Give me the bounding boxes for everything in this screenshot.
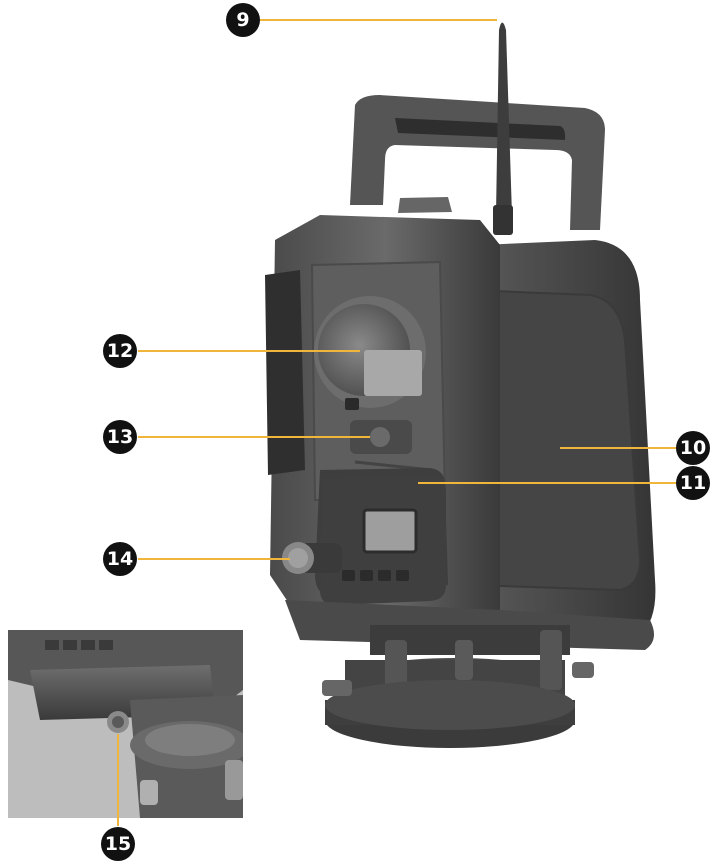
callout-10-label: 10 (680, 437, 706, 459)
callout-13-label: 13 (107, 426, 133, 448)
tribrach-base (322, 625, 594, 748)
callout-9: 9 (226, 3, 260, 37)
callout-11: 11 (676, 466, 710, 500)
callout-14-label: 14 (107, 548, 133, 570)
callout-12-label: 12 (107, 340, 133, 362)
callout-14: 14 (103, 542, 137, 576)
focus-knob (282, 542, 342, 574)
keyboard-display (320, 474, 446, 605)
inset-detail (8, 630, 243, 818)
carry-handle (350, 95, 605, 230)
callout-13: 13 (103, 420, 137, 454)
callout-15: 15 (101, 827, 135, 861)
callout-9-label: 9 (236, 9, 249, 31)
callout-12: 12 (103, 334, 137, 368)
callout-15-label: 15 (105, 833, 131, 855)
callout-11-label: 11 (680, 472, 706, 494)
radio-antenna (493, 22, 513, 235)
leader-lines (117, 19, 676, 826)
display-screen (364, 350, 422, 396)
callout-10: 10 (676, 431, 710, 465)
